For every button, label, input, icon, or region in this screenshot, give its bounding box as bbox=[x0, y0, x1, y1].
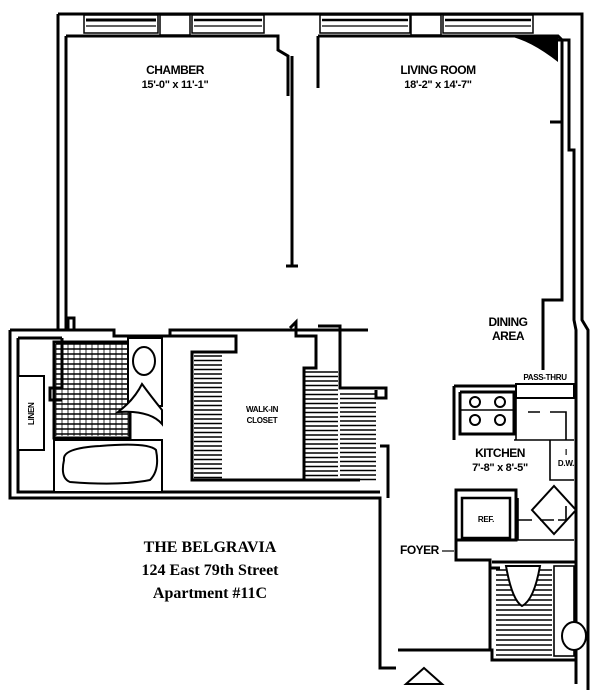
bathroom-2 bbox=[398, 560, 587, 662]
window-pier-1 bbox=[159, 14, 191, 36]
kitchen-sink-icon bbox=[530, 484, 578, 536]
linen-label: LINEN bbox=[27, 402, 36, 425]
walk-in-closet-label-2: CLOSET bbox=[247, 416, 278, 425]
chamber-label: CHAMBER bbox=[146, 63, 205, 77]
toilet-icon bbox=[114, 382, 163, 427]
sink-2-icon bbox=[561, 621, 587, 651]
sink-icon bbox=[132, 346, 156, 376]
bathroom-tile bbox=[55, 343, 129, 436]
kitchen: I D.W. REF. bbox=[452, 383, 578, 570]
column-corner bbox=[508, 36, 558, 62]
window-living-2 bbox=[442, 14, 534, 34]
entry bbox=[378, 498, 445, 685]
kitchen-label: KITCHEN bbox=[475, 446, 525, 460]
building-name: THE BELGRAVIA bbox=[143, 539, 277, 556]
dishwasher-label-i: I bbox=[565, 448, 567, 457]
window-pier-2 bbox=[410, 14, 442, 36]
dishwasher-label: D.W. bbox=[558, 459, 574, 468]
dining-area-label-1: DINING bbox=[489, 315, 528, 329]
living-room-label: LIVING ROOM bbox=[400, 63, 476, 77]
walk-in-closet: WALK-IN CLOSET bbox=[168, 318, 390, 498]
kitchen-dimensions: 7'-8" x 8'-5" bbox=[472, 462, 528, 474]
closet-shelf-left bbox=[194, 355, 222, 479]
cooktop-icon bbox=[469, 396, 506, 426]
bathroom: LINEN bbox=[8, 316, 396, 670]
linen-closet bbox=[17, 375, 45, 451]
bathtub-icon bbox=[61, 443, 159, 485]
window-chamber-1 bbox=[83, 14, 159, 34]
building-address: 124 East 79th Street bbox=[141, 562, 279, 579]
apartment-number: Apartment #11C bbox=[152, 585, 268, 602]
toilet-2-icon bbox=[504, 565, 542, 608]
living-room-dimensions: 18'-2" x 14'-7" bbox=[404, 79, 472, 91]
closet-shelf-middle bbox=[304, 371, 338, 481]
walk-in-closet-label-1: WALK-IN bbox=[246, 405, 279, 414]
chamber-dimensions: 15'-0" x 11'-1" bbox=[142, 79, 209, 91]
windows bbox=[83, 14, 558, 62]
refrigerator bbox=[460, 496, 512, 540]
title-block: THE BELGRAVIA 124 East 79th Street Apart… bbox=[100, 536, 320, 605]
pass-thru-label: PASS-THRU bbox=[523, 373, 567, 382]
foyer-label: FOYER bbox=[400, 543, 440, 557]
closet-shelf-right bbox=[340, 393, 376, 481]
window-chamber-2 bbox=[191, 14, 265, 34]
refrigerator-label: REF. bbox=[478, 515, 494, 524]
pass-thru-counter bbox=[515, 383, 575, 399]
entry-arrow-icon bbox=[403, 666, 445, 685]
window-living-1 bbox=[319, 14, 411, 34]
dining-area-label-2: AREA bbox=[492, 329, 525, 343]
